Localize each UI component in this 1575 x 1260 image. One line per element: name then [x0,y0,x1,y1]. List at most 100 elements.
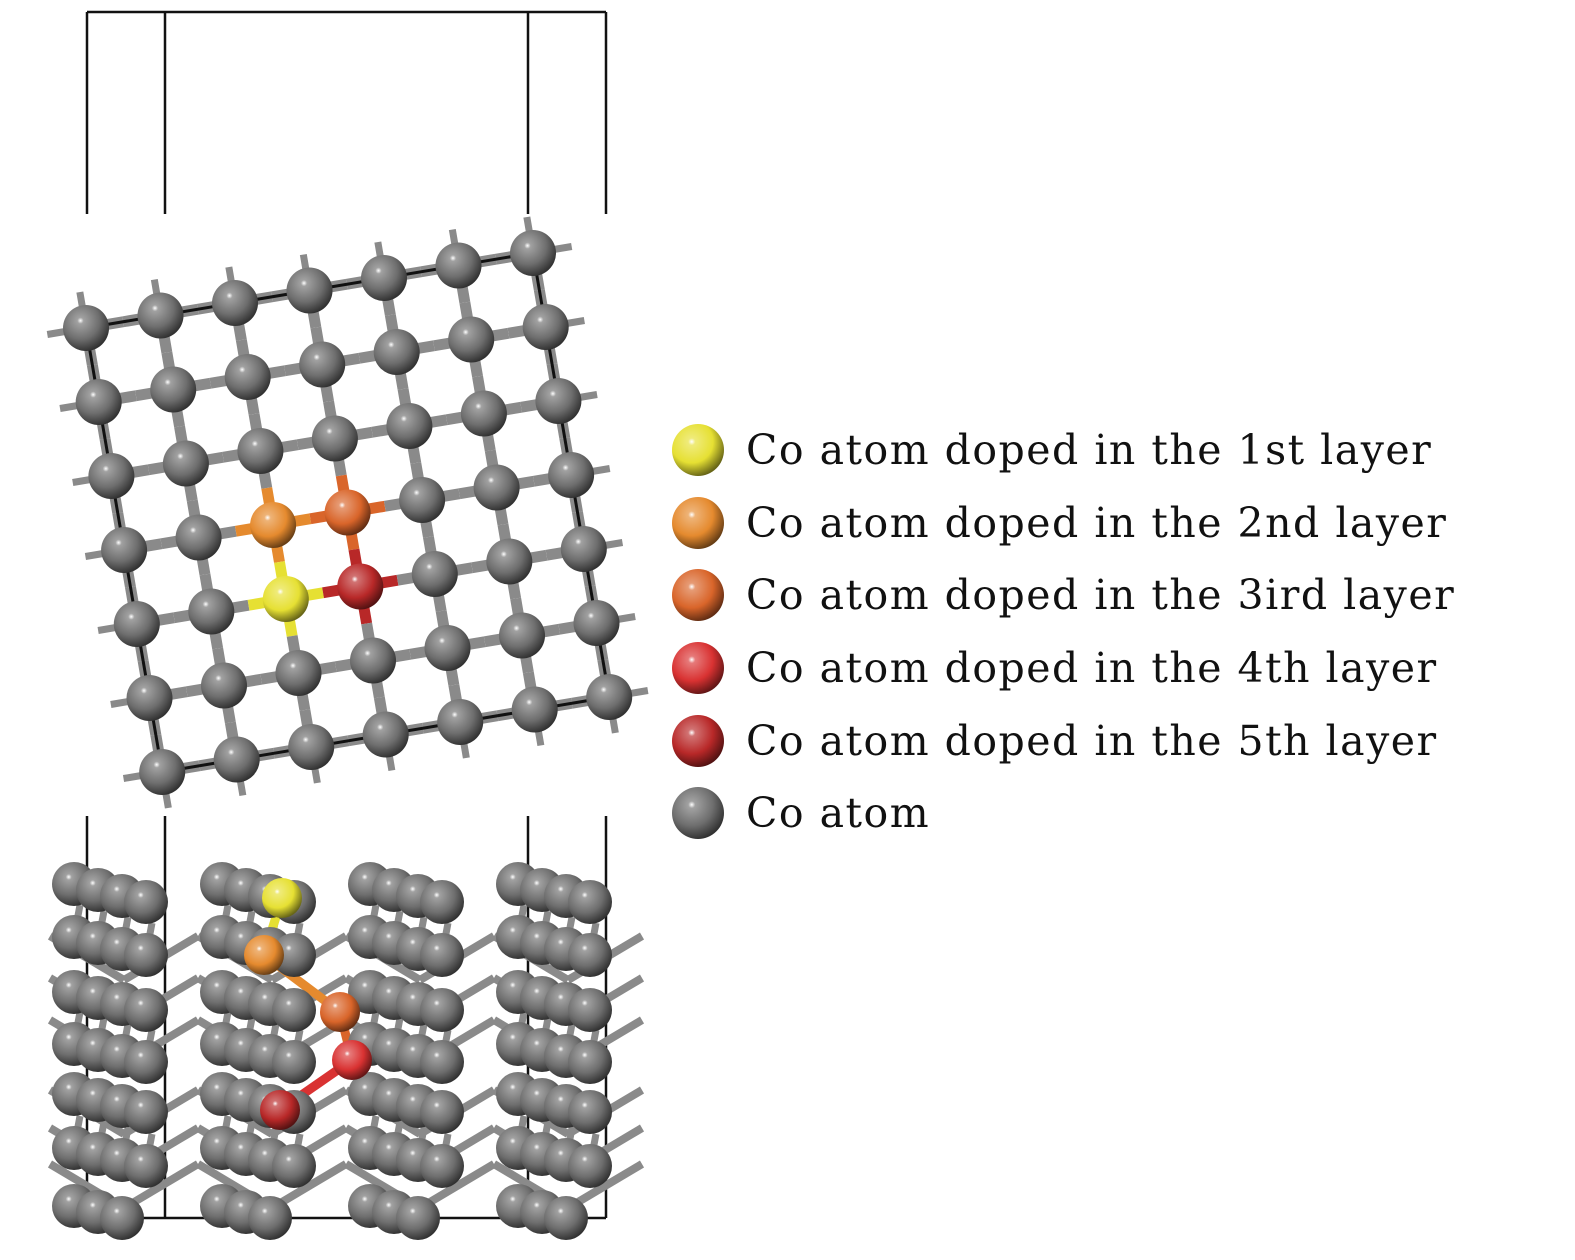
legend-label: Co atom doped in the 3ird layer [746,571,1456,620]
top-atom [361,255,407,301]
side-atom [420,933,464,977]
legend-item-base: Co atom [672,777,1552,850]
legend-swatch-layer5 [672,714,724,767]
top-atom [262,576,309,622]
side-dopant-atom-layer3 [320,992,360,1032]
side-atom [100,1196,144,1240]
legend-swatch-layer2 [672,496,724,549]
legend-label: Co atom doped in the 1st layer [746,426,1433,475]
top-atom [237,428,284,474]
top-atom [88,453,135,499]
side-atom [272,1040,316,1084]
top-atom [286,267,333,314]
top-atom [101,527,148,573]
side-atom [568,880,612,924]
top-atom [535,378,582,424]
top-view-atoms [63,230,633,795]
top-atom [201,662,247,709]
side-atom [420,880,464,924]
top-atom [399,477,446,523]
top-atom [275,650,322,696]
top-atom [373,329,420,375]
legend-item-layer4: Co atom doped in the 4th layer [672,632,1552,705]
side-atom [124,1144,168,1188]
top-atom [437,699,484,745]
side-atom [272,933,316,977]
side-atom [568,1090,612,1134]
side-atom [124,988,168,1032]
top-atom [299,341,346,388]
top-atom [175,514,222,561]
top-atom [63,305,109,351]
top-atom [213,736,260,783]
side-atom [420,1090,464,1134]
side-atom [124,880,168,924]
top-atom [522,304,569,350]
top-atom [75,379,122,425]
top-atom [473,464,520,511]
top-atom [386,403,433,449]
legend-item-layer3: Co atom doped in the 3ird layer [672,559,1552,632]
side-atom [568,1144,612,1188]
side-atom [272,988,316,1032]
top-view-slab [46,216,649,809]
side-atom [124,933,168,977]
top-atom [311,415,358,462]
top-atom [139,749,186,795]
side-atom [124,1040,168,1084]
top-atom [448,316,495,363]
top-atom [212,280,258,326]
top-atom [424,625,471,671]
side-atom [420,988,464,1032]
side-atom [396,1196,440,1240]
legend-swatch-layer3 [672,569,724,622]
top-atom [362,711,409,758]
top-atom [486,538,533,585]
side-dopant-atom-layer5 [260,1090,300,1130]
top-atom [188,588,235,635]
legend-swatch-base [672,787,724,840]
top-atom [560,526,607,572]
top-atom [126,675,173,721]
top-atom [150,366,197,413]
side-atom [568,988,612,1032]
side-atom [568,1040,612,1084]
side-atom [248,1196,292,1240]
top-atom [250,502,297,548]
legend-item-layer5: Co atom doped in the 5th layer [672,704,1552,777]
side-dopant-atom-layer4 [332,1040,372,1080]
side-dopant-atom-layer2 [244,935,284,975]
side-atom [420,1144,464,1188]
top-atom [224,354,271,400]
legend-label: Co atom doped in the 2nd layer [746,498,1448,547]
top-atom [435,242,482,289]
side-dopant-atom-layer1 [262,878,302,918]
top-atom [137,292,184,339]
side-atom [544,1196,588,1240]
side-cell-frame-top [85,10,608,214]
top-atom [510,230,556,276]
side-atom [272,1144,316,1188]
top-atom [460,390,507,437]
top-atom [499,612,545,659]
legend-swatch-layer1 [672,424,724,477]
legend: Co atom doped in the 1st layer Co atom do… [672,414,1552,850]
top-atom [324,489,371,536]
side-view-slab [47,816,645,1240]
top-atom [162,440,209,487]
top-atom [411,551,458,597]
legend-label: Co atom doped in the 5th layer [746,716,1438,765]
top-atom [548,452,595,498]
legend-label: Co atom doped in the 4th layer [746,644,1438,693]
top-atom [337,563,384,610]
top-atom [113,601,160,647]
top-atom [511,686,558,733]
top-atom [573,600,620,646]
top-atom [288,724,335,770]
side-atom [124,1090,168,1134]
legend-item-layer2: Co atom doped in the 2nd layer [672,487,1552,560]
top-atom [586,674,633,720]
legend-item-layer1: Co atom doped in the 1st layer [672,414,1552,487]
side-view-atoms [52,862,612,1240]
